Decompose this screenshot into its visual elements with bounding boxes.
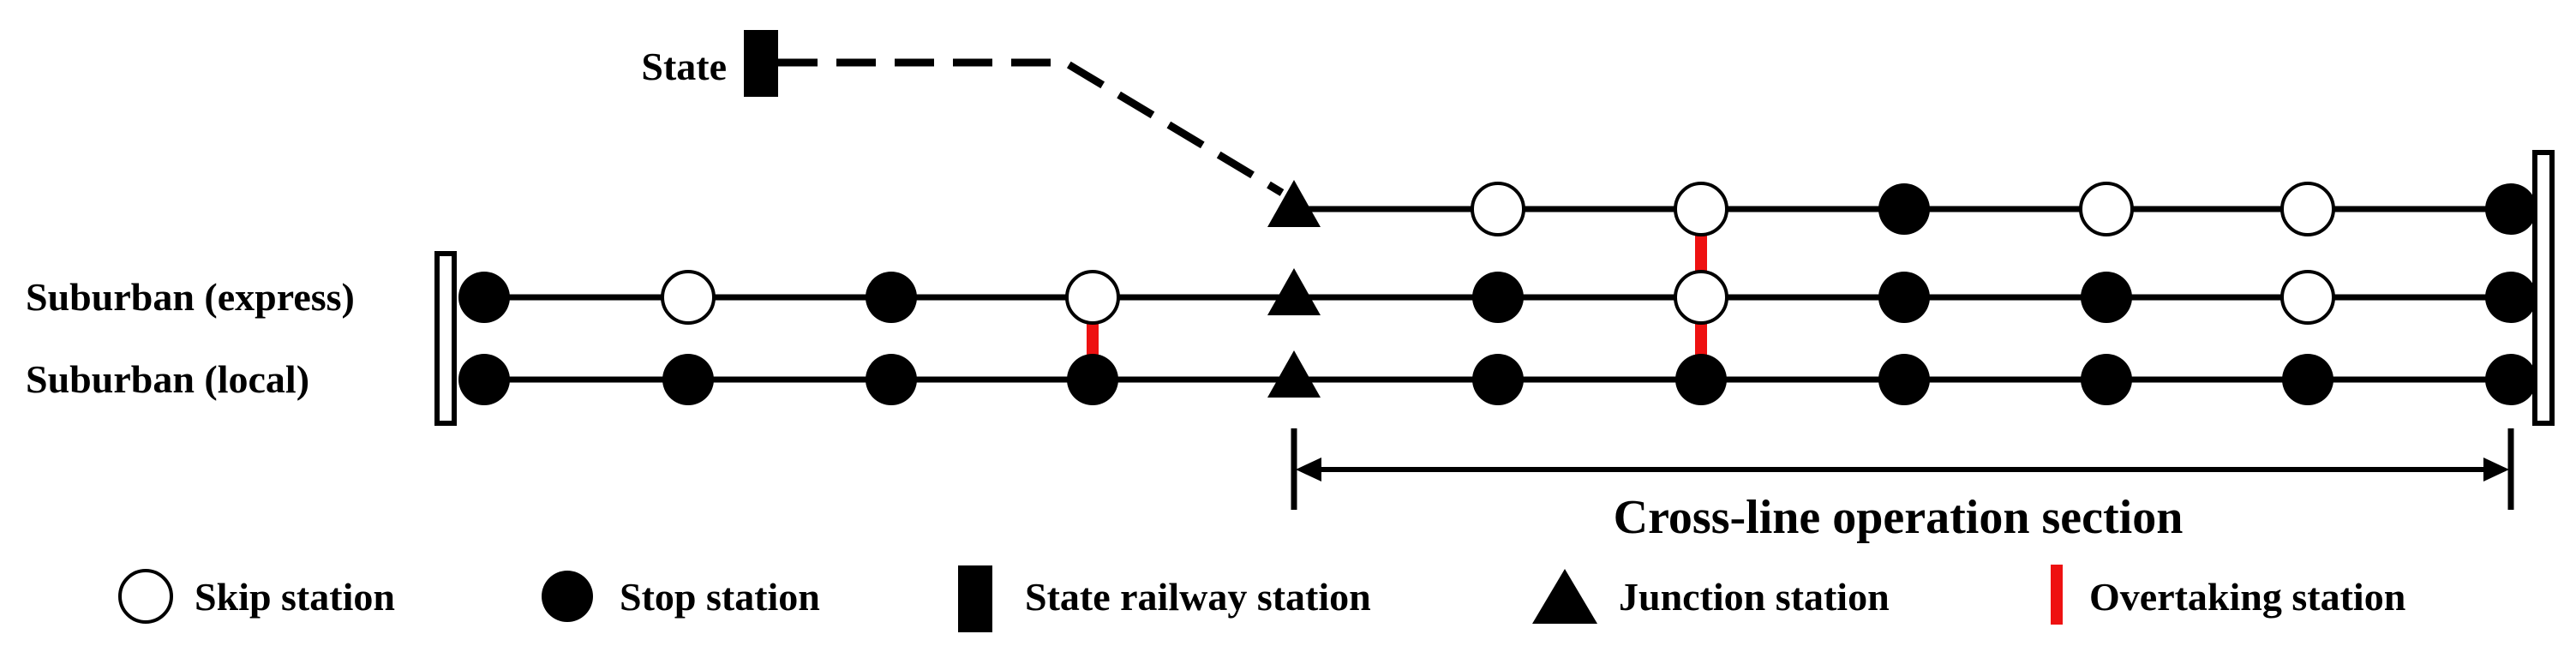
express-stop-station-1 xyxy=(458,272,510,323)
legend-overtaking-symbol xyxy=(2051,565,2063,625)
overtaking-link-2 xyxy=(1695,231,1707,275)
legend-skip-symbol xyxy=(118,569,173,624)
local-stop-station-4 xyxy=(1067,354,1118,405)
local-stop-station-6 xyxy=(1472,354,1524,405)
express-skip-station-2 xyxy=(661,270,716,325)
express-line-label: Suburban (express) xyxy=(26,275,355,319)
legend-state-symbol xyxy=(958,565,992,632)
express-skip-station-4 xyxy=(1065,270,1120,325)
local-stop-station-8 xyxy=(1878,354,1930,405)
legend-stop-label: Stop station xyxy=(620,575,820,619)
express-stop-station-3 xyxy=(866,272,917,323)
legend-skip-label: Skip station xyxy=(195,575,395,619)
express-stop-station-9 xyxy=(2081,272,2132,323)
local-stop-station-9 xyxy=(2081,354,2132,405)
local-stop-station-11 xyxy=(2485,354,2537,405)
state-skip-station-3 xyxy=(1674,182,1728,236)
legend-junction-label: Junction station xyxy=(1619,575,1890,619)
express-stop-station-8 xyxy=(1878,272,1930,323)
overtaking-link-1 xyxy=(1087,320,1099,357)
local-stop-station-1 xyxy=(458,354,510,405)
legend: Skip station Stop station State railway … xyxy=(118,565,2405,632)
terminus-left xyxy=(434,251,457,426)
state-label: State xyxy=(641,45,727,88)
cross-line-section-label: Cross-line operation section xyxy=(1614,491,2184,544)
local-line-label: Suburban (local) xyxy=(26,357,309,401)
state-junction-station-1 xyxy=(1267,180,1321,227)
state-skip-station-2 xyxy=(1471,182,1525,236)
state-stop-station-7 xyxy=(2485,183,2537,235)
local-stop-station-7 xyxy=(1675,354,1727,405)
overtaking-links xyxy=(1087,231,1707,357)
express-skip-station-10 xyxy=(2280,270,2335,325)
local-junction-station-5 xyxy=(1267,350,1321,398)
legend-state-label: State railway station xyxy=(1025,575,1371,619)
local-stop-station-2 xyxy=(662,354,714,405)
stations xyxy=(458,180,2537,405)
section-arrow-left xyxy=(1296,458,1321,482)
state-stop-station-4 xyxy=(1878,183,1930,235)
overtaking-link-3 xyxy=(1695,320,1707,357)
express-stop-station-11 xyxy=(2485,272,2537,323)
express-junction-station-5 xyxy=(1267,268,1321,315)
section-arrow-right xyxy=(2483,458,2509,482)
state-railway-station-marker xyxy=(744,30,778,97)
state-skip-station-5 xyxy=(2079,182,2134,236)
express-stop-station-6 xyxy=(1472,272,1524,323)
local-stop-station-3 xyxy=(866,354,917,405)
state-skip-station-6 xyxy=(2280,182,2335,236)
legend-stop-symbol xyxy=(542,571,593,622)
legend-junction-symbol xyxy=(1532,569,1597,624)
express-skip-station-7 xyxy=(1674,270,1728,325)
state-connection-dashed-line xyxy=(778,58,1285,196)
terminus-right xyxy=(2532,150,2555,426)
legend-overtaking-label: Overtaking station xyxy=(2089,575,2405,619)
local-stop-station-10 xyxy=(2282,354,2333,405)
